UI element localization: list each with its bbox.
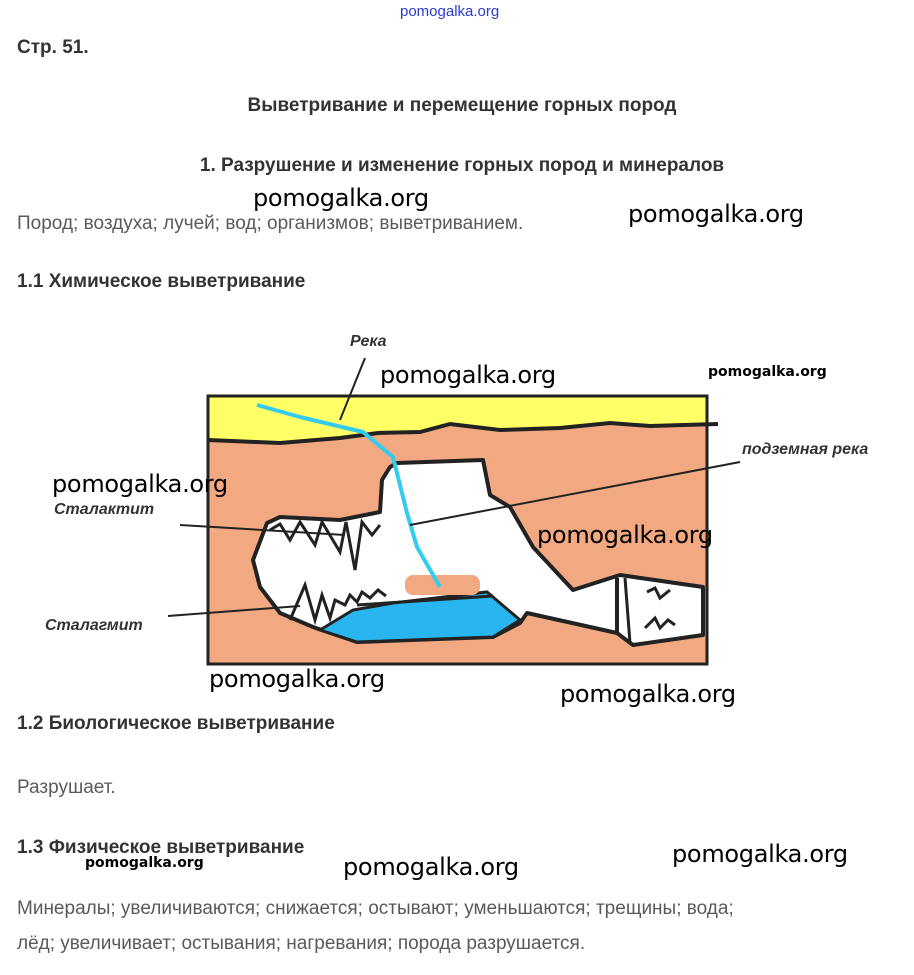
section-1-3-answer-line-2: лёд; увеличивает; остывания; нагревания;… [17,933,586,954]
label-underground-river: подземная река [742,441,869,458]
top-watermark-link[interactable]: pomogalka.org [400,3,500,20]
watermark: pomogalka.org [85,855,204,871]
section-1-answer: Пород; воздуха; лучей; вод; организмов; … [17,213,524,234]
rock-fragment [405,575,480,595]
watermark: pomogalka.org [253,184,429,212]
watermark: pomogalka.org [380,361,556,389]
river-leader-line [339,357,366,421]
page-title: Выветривание и перемещение горных пород [247,95,677,116]
stalagmite-leader-line [167,605,301,617]
page-reference: Стр. 51. [17,37,89,58]
surface-layer [208,396,707,443]
stalagmites [288,580,387,626]
watermark: pomogalka.org [628,200,804,228]
watermark: pomogalka.org [52,470,228,498]
section-1-heading: 1. Разрушение и изменение горных пород и… [199,155,725,176]
watermark: pomogalka.org [537,521,713,549]
section-1-2-answer: Разрушает. [17,777,116,798]
watermark: pomogalka.org [708,364,827,380]
watermark: pomogalka.org [343,853,519,881]
section-1-1-heading: 1.1 Химическое выветривание [17,271,306,292]
section-1-3-heading: 1.3 Физическое выветривание [17,837,305,858]
stalactite-leader-line [179,524,346,536]
cave [251,458,705,647]
label-river: Река [350,333,387,350]
river [256,403,442,588]
label-stalactite: Сталактит [54,501,155,518]
stalactites [269,518,382,571]
surface-boundary [207,420,719,446]
section-1-3-answer-line-1: Минералы; увеличиваются; снижается; осты… [17,898,734,919]
underground-river-leader-line [409,461,741,526]
watermark: pomogalka.org [560,680,736,708]
watermark: pomogalka.org [672,840,848,868]
underground-lake [316,590,523,644]
section-1-2-heading: 1.2 Биологическое выветривание [17,713,335,734]
watermark: pomogalka.org [209,665,385,693]
label-stalagmite: Сталагмит [45,617,143,634]
